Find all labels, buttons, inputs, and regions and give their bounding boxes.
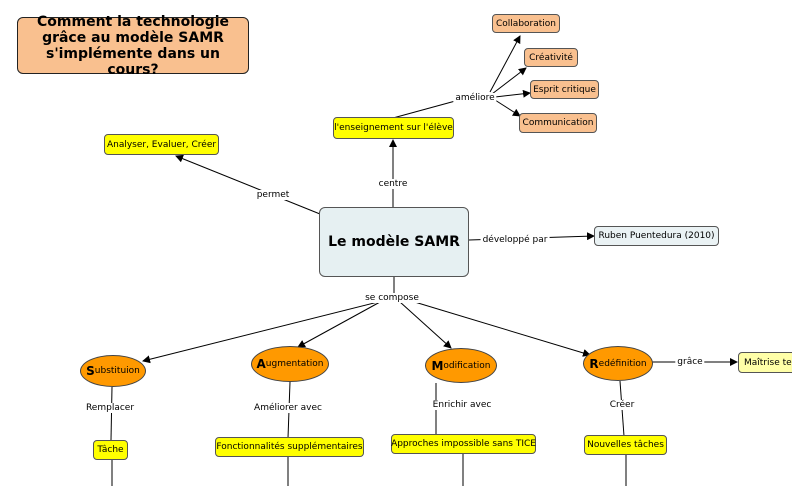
central-node[interactable]: Le modèle SAMR — [319, 207, 469, 277]
oval-substitution-initial: S — [86, 364, 95, 378]
node-fonctionnalites-text: Fonctionnalités supplémentaires — [216, 442, 363, 452]
node-communication[interactable]: Communication — [519, 113, 597, 133]
node-fonctionnalites[interactable]: Fonctionnalités supplémentaires — [215, 437, 364, 457]
node-approches[interactable]: Approches impossible sans TICE — [391, 434, 536, 454]
node-enseignement-text: l'enseignement sur l'élève — [334, 123, 453, 133]
label-permet: permet — [254, 190, 292, 200]
node-maitrise-text: Maîtrise tec — [744, 357, 792, 368]
node-puentedura-text: Ruben Puentedura (2010) — [598, 231, 715, 241]
label-se-compose: se compose — [363, 293, 421, 303]
node-communication-text: Communication — [522, 118, 594, 128]
label-developpe-par: développé par — [480, 235, 550, 245]
oval-modification-initial: M — [431, 358, 444, 373]
node-tache[interactable]: Tâche — [93, 440, 128, 460]
central-node-text: Le modèle SAMR — [328, 234, 460, 250]
oval-modification-rest: odification — [443, 360, 491, 371]
node-creativite[interactable]: Créativité — [524, 48, 578, 67]
oval-redefinition-initial: R — [589, 356, 599, 371]
label-centre: centre — [376, 179, 410, 189]
node-creativite-text: Créativité — [529, 52, 573, 63]
label-ameliorer-avec: Améliorer avec — [252, 403, 324, 413]
oval-augmentation-rest: ugmentation — [265, 359, 324, 369]
oval-redefinition-rest: edéfinition — [598, 358, 647, 369]
node-nouvelles-taches-text: Nouvelles tâches — [587, 440, 664, 450]
node-enseignement[interactable]: l'enseignement sur l'élève — [333, 117, 454, 139]
node-tache-text: Tâche — [97, 445, 124, 455]
label-ameliore: améliore — [453, 93, 497, 103]
map-title: Comment la technologie grâce au modèle S… — [17, 14, 249, 78]
oval-substitution-rest: ubstituion — [94, 366, 140, 376]
node-approches-text: Approches impossible sans TICE — [391, 439, 536, 449]
label-remplacer: Remplacer — [83, 403, 137, 413]
node-puentedura[interactable]: Ruben Puentedura (2010) — [594, 226, 719, 246]
label-creer: Créer — [607, 400, 637, 410]
node-analyser[interactable]: Analyser, Evaluer, Créer — [104, 134, 219, 155]
node-collaboration[interactable]: Collaboration — [492, 14, 560, 33]
node-maitrise[interactable]: Maîtrise tec — [738, 352, 792, 373]
oval-augmentation-initial: A — [256, 357, 266, 371]
label-grace: grâce — [675, 357, 705, 367]
map-title-text: Comment la technologie grâce au modèle S… — [37, 13, 229, 78]
node-collaboration-text: Collaboration — [496, 18, 556, 29]
node-esprit-critique-text: Esprit critique — [533, 84, 596, 95]
node-analyser-text: Analyser, Evaluer, Créer — [106, 139, 217, 150]
node-esprit-critique[interactable]: Esprit critique — [530, 80, 599, 99]
node-nouvelles-taches[interactable]: Nouvelles tâches — [584, 435, 667, 455]
label-enrichir-avec: Enrichir avec — [430, 400, 494, 410]
